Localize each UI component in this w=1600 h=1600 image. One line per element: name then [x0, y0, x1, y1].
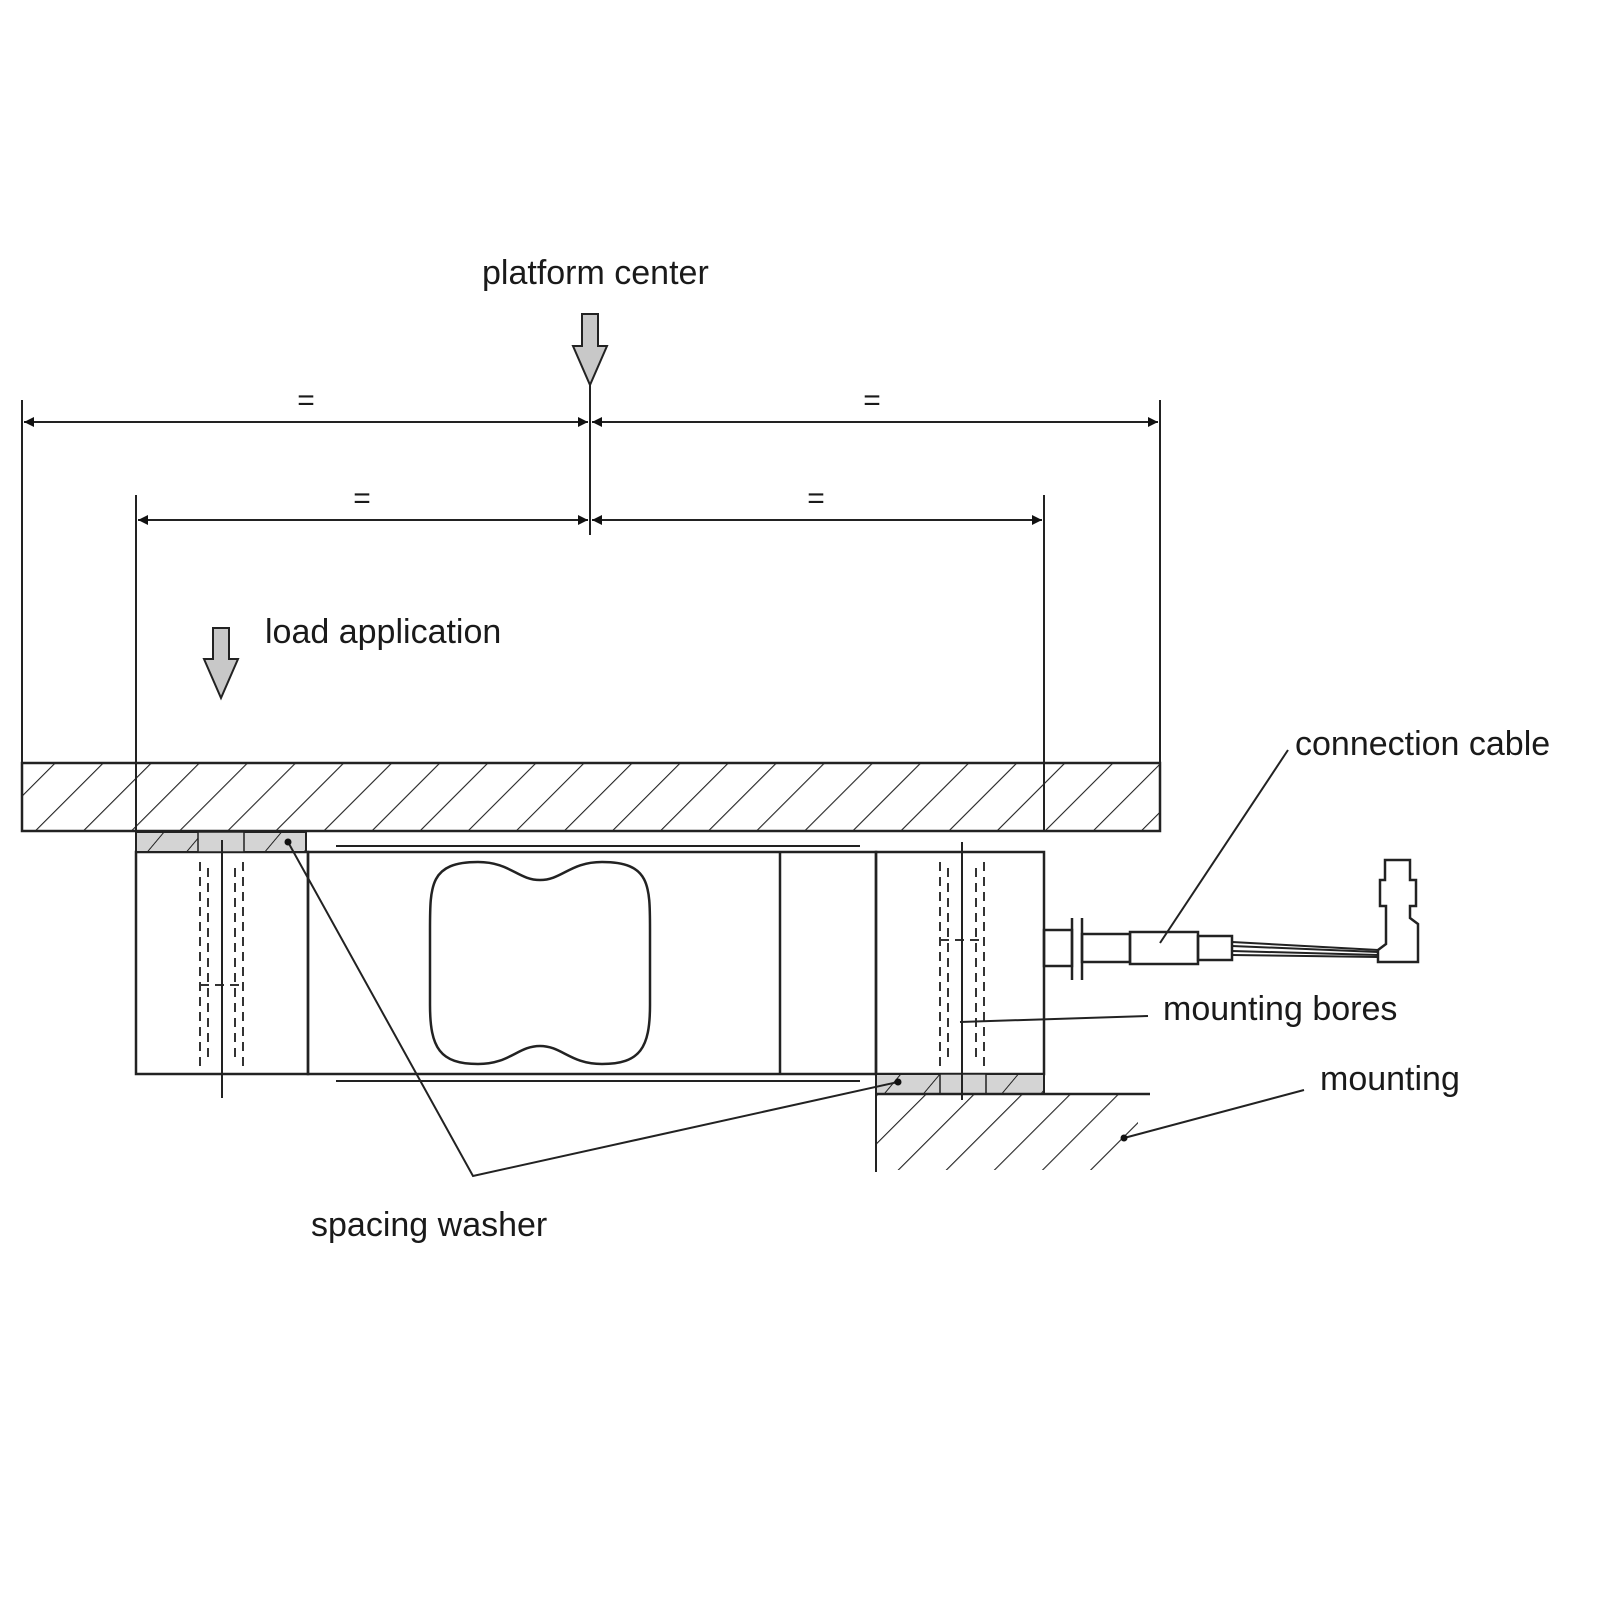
outer-left-equal: = — [297, 384, 315, 417]
binocular-cutout — [428, 860, 652, 1066]
mounting-bores-label: mounting bores — [1163, 990, 1397, 1028]
inner-right-equal: = — [807, 482, 825, 515]
spacing-washer-label: spacing washer — [311, 1206, 547, 1244]
mounting-bore-left — [199, 840, 244, 1098]
platform-plate — [20, 761, 1162, 833]
inner-left-equal: = — [353, 482, 371, 515]
mounting-bore-right — [939, 842, 985, 1100]
load-application-arrow-icon — [202, 627, 240, 701]
connection-cable-assembly — [1042, 858, 1420, 980]
cable-plug-icon — [1376, 858, 1420, 964]
leader-lines — [284, 749, 1305, 1178]
platform-center-label: platform center — [482, 254, 709, 292]
load-application-label: load application — [265, 613, 501, 651]
dimension-lines: = = = = — [21, 372, 1161, 830]
load-cell-body — [134, 845, 1046, 1082]
mounting-base — [875, 1074, 1150, 1172]
connection-cable-label: connection cable — [1295, 725, 1550, 763]
mounting-label: mounting — [1320, 1060, 1460, 1098]
outer-right-equal: = — [863, 384, 881, 417]
platform-center-arrow-icon — [571, 313, 609, 388]
